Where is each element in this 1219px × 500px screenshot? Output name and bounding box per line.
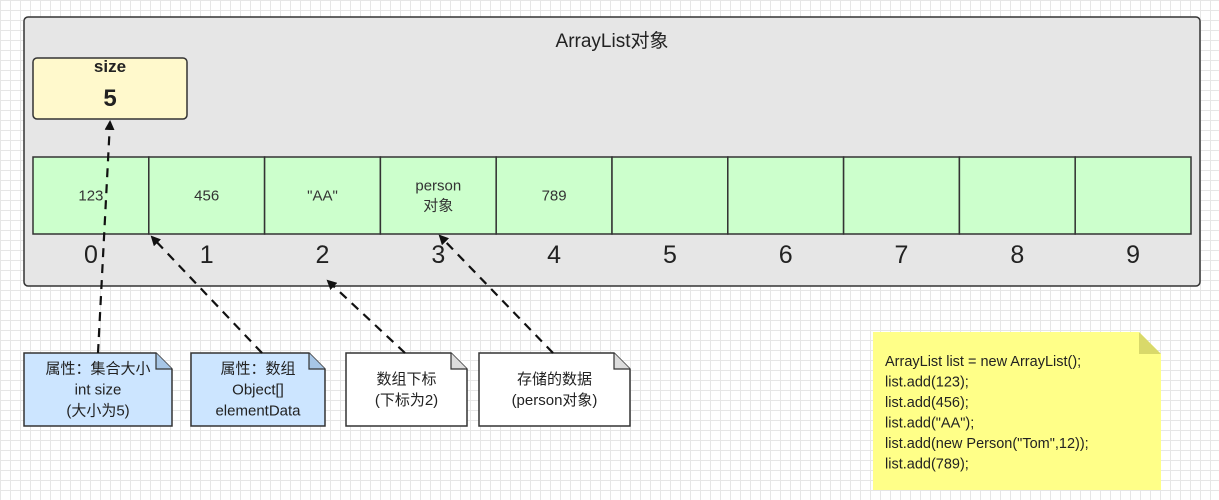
code-note: ArrayList list = new ArrayList(); list.ad…: [873, 332, 1161, 490]
note-card: 属性：集合大小 int size (大小为5): [23, 352, 173, 427]
array-index-label: 1: [200, 241, 214, 269]
array-cell: "AA": [263, 156, 382, 235]
size-box-rect: [32, 57, 188, 120]
note-text-line: 属性：集合大小: [45, 361, 150, 378]
note-text-line: 存储的数据: [517, 371, 592, 388]
arrow-to-index: [326, 279, 406, 354]
note-text-line: (大小为5): [66, 403, 129, 420]
array-cell: [727, 156, 845, 235]
array-index-label: 8: [1010, 241, 1024, 269]
array-cell: 789: [495, 156, 613, 235]
array-cell-box: [727, 156, 845, 235]
array-cell-box: [611, 156, 729, 235]
code-line: list.add(123);: [885, 375, 969, 391]
size-label: size: [94, 57, 126, 76]
note-fold-corner: [613, 353, 630, 370]
size-value: 5: [103, 85, 116, 112]
note-card-body: [478, 352, 631, 427]
note-card: 数组下标 (下标为2): [345, 352, 468, 427]
array-cell-box: [148, 156, 266, 235]
size-box: size 5: [32, 57, 188, 120]
note-fold-corner: [155, 353, 172, 370]
code-line: ArrayList list = new ArrayList();: [885, 354, 1081, 370]
note-text-line: elementData: [215, 403, 301, 420]
arrows: [96, 120, 554, 354]
arrow-to-person-cell: [438, 234, 554, 354]
array-cell-box: [958, 156, 1076, 235]
array-cell-value: 123: [78, 188, 103, 205]
array-cell: 123: [32, 156, 150, 235]
array-index-label: 4: [547, 241, 561, 269]
array-index-label: 5: [663, 241, 677, 269]
array-index-label: 0: [84, 241, 98, 269]
array-cell: [611, 156, 729, 235]
array-cell-value: 789: [542, 188, 567, 205]
code-line: list.add(new Person("Tom",12));: [885, 436, 1089, 452]
array-cell: [842, 156, 961, 235]
code-note-body: [873, 332, 1161, 490]
container-title: ArrayList对象: [556, 30, 669, 52]
array-index-label: 2: [316, 241, 330, 269]
note-fold-corner: [308, 353, 325, 370]
note-text-line: Object[]: [232, 382, 284, 399]
arrow-to-size: [96, 120, 115, 354]
array-cell-value: 456: [194, 188, 219, 205]
array-cell: [958, 156, 1076, 235]
array-cell-value: 对象: [423, 198, 453, 215]
note-text-line: int size: [75, 382, 122, 399]
array-cell: 456: [148, 156, 266, 235]
note-card: 属性：数组 Object[] elementData: [190, 352, 326, 427]
array-cell-box: [379, 156, 497, 235]
array-cell-box: [842, 156, 961, 235]
array-index-label: 9: [1126, 241, 1140, 269]
note-card-body: [23, 352, 173, 427]
note-card-body: [190, 352, 326, 427]
array-index-label: 7: [895, 241, 909, 269]
array-cell-box: [495, 156, 613, 235]
note-text-line: (下标为2): [375, 392, 438, 409]
code-note-fold: [1139, 332, 1161, 354]
note-card-body: [345, 352, 468, 427]
note-text-line: 数组下标: [376, 371, 436, 388]
array-cell-box: [1074, 156, 1192, 235]
element-data-array: 123 456 "AA" person 对象 789: [32, 156, 1192, 235]
array-cell-box: [263, 156, 382, 235]
note-card: 存储的数据 (person对象): [478, 352, 631, 427]
code-line: list.add(789);: [885, 457, 969, 473]
array-cell: person 对象: [379, 156, 497, 235]
code-line: list.add("AA");: [885, 416, 974, 432]
index-labels: 0 1 2 3 4 5 6 7 8 9: [84, 241, 1140, 269]
note-text-line: (person对象): [512, 392, 598, 409]
note-fold-corner: [450, 353, 467, 370]
array-cell: [1074, 156, 1192, 235]
arrow-to-element-data: [150, 235, 263, 354]
array-cell-value: "AA": [307, 188, 338, 205]
array-index-label: 6: [779, 241, 793, 269]
array-index-label: 3: [431, 241, 445, 269]
note-text-line: 属性：数组: [220, 361, 295, 378]
code-line: list.add(456);: [885, 395, 969, 411]
notes: 属性：集合大小 int size (大小为5) 属性：数组 Object[] elemen…: [23, 352, 631, 427]
array-cell-value: person: [415, 178, 461, 195]
